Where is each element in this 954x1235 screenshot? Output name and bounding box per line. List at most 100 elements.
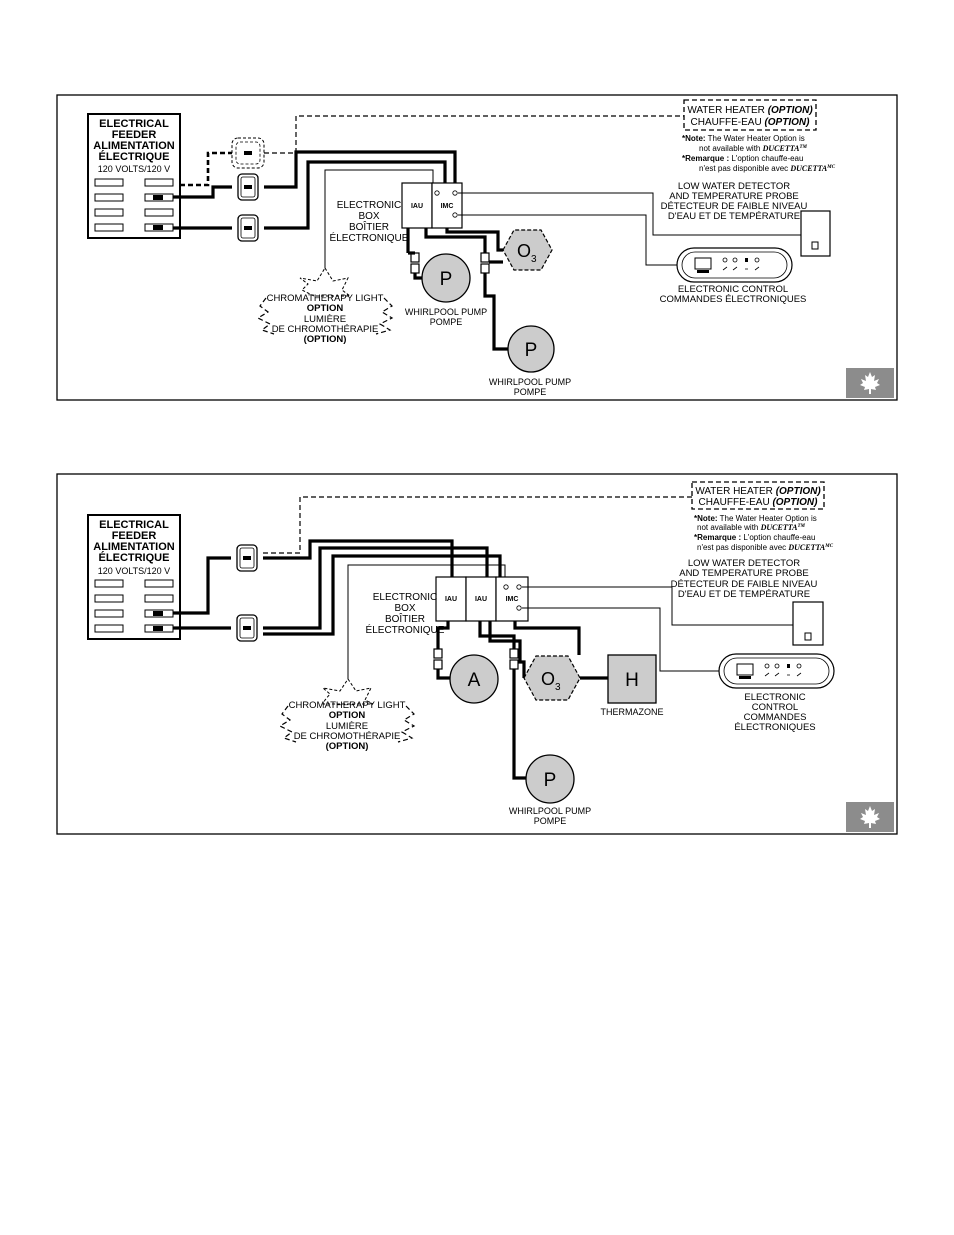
control-label: CONTROL (752, 702, 798, 713)
chroma-label: OPTION (329, 710, 366, 721)
heater-label: THERMAZONE (601, 707, 664, 717)
iau-label: IAU (411, 203, 423, 210)
feeder-label: ELECTRICAL (99, 118, 169, 130)
low-water-label: D'EAU ET DE TEMPÉRATURE (678, 589, 810, 600)
pump-letter: P (525, 340, 538, 361)
gfci-dashed (231, 137, 265, 169)
low-water-label: DÉTECTEUR DE FAIBLE NIVEAU (661, 201, 808, 212)
note-text: not available with DUCETTATM (697, 523, 806, 532)
low-water-label: AND TEMPERATURE PROBE (679, 568, 809, 579)
box-label: BOX (358, 211, 379, 222)
pump-label: POMPE (430, 317, 463, 327)
feeder-voltage: 120 VOLTS/120 V (98, 566, 170, 576)
control-label: ÉLECTRONIQUES (734, 722, 815, 733)
control-label: COMMANDES (744, 712, 807, 723)
electrical-feeder-panel: ELECTRICAL FEEDER ALIMENTATION ÉLECTRIQU… (87, 113, 181, 239)
ozone-subscript: 3 (531, 254, 537, 265)
box-label: ÉLECTRONIQUE (366, 623, 445, 636)
box-label: BOÎTIER (385, 612, 425, 625)
feeder-label: ÉLECTRIQUE (99, 150, 170, 163)
low-water-label: DÉTECTEUR DE FAIBLE NIVEAU (671, 579, 818, 590)
gfci-block-1 (236, 544, 258, 572)
box-label: BOÎTIER (349, 220, 389, 233)
imc-label: IMC (441, 203, 454, 210)
low-water-label: D'EAU ET DE TEMPÉRATURE (668, 211, 800, 222)
box-label: ELECTRONIC (373, 592, 437, 603)
chroma-label: LUMIÈRE (304, 314, 346, 325)
starburst-icon (321, 678, 374, 705)
pump-label: WHIRLPOOL PUMP (509, 806, 591, 816)
diagram-1: ELECTRICAL FEEDER ALIMENTATION ÉLECTRIQU… (56, 94, 898, 401)
note-text: n'est pas disponible avec DUCETTAMC (697, 543, 834, 552)
canada-flag-icon (846, 802, 894, 832)
control-panel-icon (676, 247, 793, 283)
iau-label: IAU (475, 596, 487, 603)
gfci-block-2 (236, 614, 258, 642)
note-text: *Remarque : L'option chauffe-eau (694, 533, 815, 542)
pump-label: POMPE (534, 816, 567, 826)
control-panel-icon (718, 653, 835, 689)
water-heater-label: CHAUFFE-EAU (OPTION) (699, 497, 819, 508)
feeder-label: FEEDER (112, 530, 157, 542)
chroma-label: CHROMATHERAPY LIGHT (267, 293, 384, 304)
ozone-generator: O 3 (523, 655, 581, 701)
box-label: ELECTRONIC (337, 200, 401, 211)
note-text: *Remarque : L'option chauffe-eau (682, 154, 803, 163)
feeder-label: ÉLECTRIQUE (99, 551, 170, 564)
feeder-label: ALIMENTATION (93, 541, 175, 553)
blower-letter: A (468, 670, 481, 691)
water-heater-label: WATER HEATER (OPTION) (687, 105, 813, 116)
water-heater-box (683, 99, 817, 131)
pump-label: POMPE (514, 387, 547, 397)
ozone-symbol: O (541, 669, 555, 689)
water-heater-box (691, 481, 825, 510)
pump-letter: P (440, 269, 453, 290)
note-text: not available with DUCETTATM (699, 144, 808, 153)
low-water-label: LOW WATER DETECTOR (688, 558, 800, 569)
low-water-label: LOW WATER DETECTOR (678, 181, 790, 192)
whirlpool-pump-2: P WHIRLPOOL PUMP POMPE (489, 325, 571, 397)
electronic-box: IAU IMC (401, 182, 463, 229)
heater-letter: H (625, 670, 639, 691)
low-water-detector (792, 601, 824, 646)
low-water-detector (800, 210, 831, 257)
feeder-label: ALIMENTATION (93, 140, 175, 152)
whirlpool-pump: P WHIRLPOOL PUMP POMPE (509, 754, 591, 826)
iau-label: IAU (445, 596, 457, 603)
ozone-symbol: O (517, 241, 531, 261)
ozone-generator: O 3 (502, 229, 553, 271)
control-label: ELECTRONIC (744, 692, 805, 703)
note-text: *Note: The Water Heater Option is (694, 514, 817, 523)
canada-flag-icon (846, 368, 894, 398)
gfci-block-1 (237, 173, 259, 201)
diagram-2: ELECTRICAL FEEDER ALIMENTATION ÉLECTRIQU… (56, 473, 898, 835)
pump-letter: P (544, 770, 557, 791)
chroma-label: (OPTION) (326, 741, 369, 752)
blower: A (449, 654, 499, 704)
feeder-voltage: 120 VOLTS/120 V (98, 164, 170, 174)
note-text: *Note: The Water Heater Option is (682, 134, 805, 143)
electrical-feeder-panel: ELECTRICAL FEEDER ALIMENTATION ÉLECTRIQU… (87, 514, 181, 640)
pump-label: WHIRLPOOL PUMP (489, 377, 571, 387)
chroma-label: (OPTION) (304, 334, 347, 345)
thermazone-heater: H THERMAZONE (601, 654, 664, 717)
water-heater-label: CHAUFFE-EAU (OPTION) (691, 117, 811, 128)
chroma-label: OPTION (307, 303, 344, 314)
box-label: BOX (394, 603, 415, 614)
imc-label: IMC (506, 596, 519, 603)
chroma-label: DE CHROMOTHÉRAPIE (294, 731, 401, 742)
starburst-icon (299, 267, 352, 297)
electronic-box: IAU IAU IMC (435, 576, 529, 622)
chroma-label: DE CHROMOTHÉRAPIE (272, 324, 379, 335)
gfci-block-2 (237, 214, 259, 242)
feeder-label: FEEDER (112, 129, 157, 141)
box-label: ÉLECTRONIQUE (330, 231, 409, 244)
water-heater-label: WATER HEATER (OPTION) (695, 486, 821, 497)
control-label: ELECTRONIC CONTROL (678, 284, 788, 295)
chroma-label: CHROMATHERAPY LIGHT (289, 700, 406, 711)
whirlpool-pump-1: P WHIRLPOOL PUMP POMPE (405, 253, 487, 327)
ozone-subscript: 3 (555, 682, 561, 693)
low-water-label: AND TEMPERATURE PROBE (669, 191, 799, 202)
note-text: n'est pas disponible avec DUCETTAMC (699, 164, 836, 173)
